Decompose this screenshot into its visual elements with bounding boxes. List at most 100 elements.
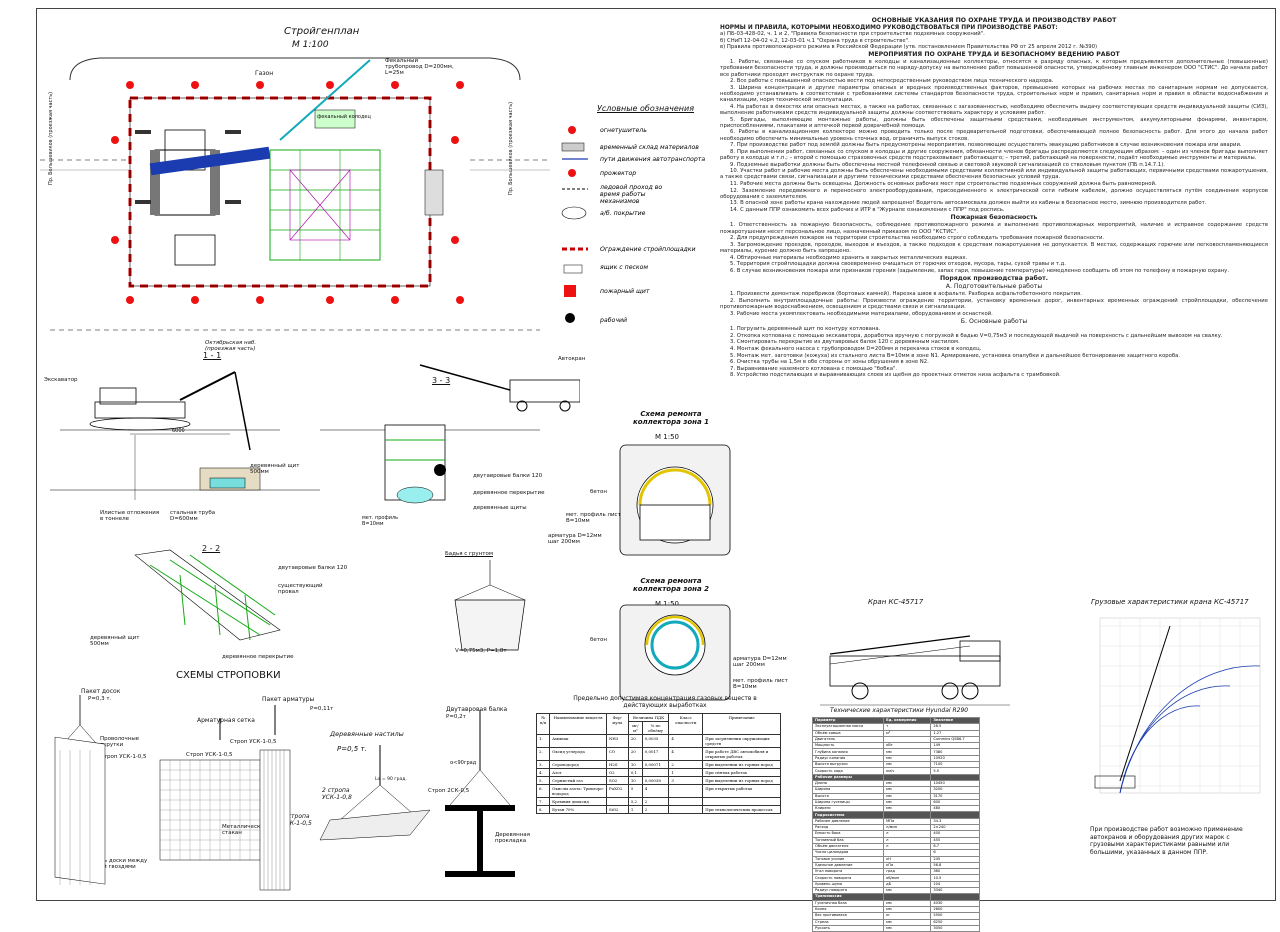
gas-cell: При снятых работах [702,768,781,777]
gas-cell: 0,00071 [641,760,670,769]
main-works-item-3: 4. Монтаж фекального насоса с трубопрово… [730,345,982,352]
timber-shield-label: деревянный щит 500мм [250,463,300,475]
measure-item-7: 8. При выполнении работ, связанных со сп… [720,148,1268,161]
gas-cell: 20 [627,747,643,761]
gas-cell: 5 [627,784,643,798]
lawn-label: Газон [255,70,274,77]
gas-cell: SO2 [605,776,629,785]
fire-board-symbol [564,285,576,297]
gas-subheader-pct: % по объёму [641,721,670,735]
manhole-box [314,109,356,129]
gas-cell: При загрязнении окружающих средств [702,734,781,748]
section-2-2-title: 2 - 2 [202,544,221,553]
strop-1-label: Строп УСК-1-0,5 [100,754,147,760]
gas-header-note: Примечание [702,713,781,735]
gas-cell: Кремния диоксид [549,797,607,806]
gas-cell: 2 [668,760,704,769]
gas-cell: Азот [549,768,607,777]
site-plan-drawing [40,57,550,331]
fire-item-3: 4. Обтирочные материалы необходимо храни… [730,254,968,261]
gas-header-formula: Фор-мула [605,713,629,735]
zone1-scale: М 1:50 [655,433,679,441]
rebar-pack-label: Пакет арматуры [262,696,315,703]
slinging-drawings [54,695,515,891]
fire-item-4: 5. Территория стройплощадки должна своев… [730,261,1066,268]
notes-main-title: ОСНОВНЫЕ УКАЗАНИЯ ПО ОХРАНЕ ТРУДА И ПРОИ… [871,17,1117,24]
i-beams-label: двутавровые балки 120 [473,473,543,479]
rebar-pack-weight: P=0,11т [310,706,334,712]
spec-cell: мм [883,924,932,932]
zone1-title: Схема ремонта коллектора зона 1 [632,410,710,426]
measure-item-8: 9. Подземные выработки должны быть обесп… [730,161,1165,168]
legend-symbols [561,126,588,323]
existing-pipe-label: существующий провал [278,583,323,595]
notes-norms-title: НОРМЫ И ПРАВИЛА, КОТОРЫМИ НЕОБХОДИМО РУК… [720,25,1058,32]
gas-table-header-row: № п/п Наименование веществ Фор-мула Вели… [535,713,781,735]
floor-label: деревянное перекрытие [473,490,545,496]
legend-item-4: ледовой проход во время работы механизмо… [600,184,663,205]
main-works-item-0: 1. Погрузить деревянный щит по контуру к… [730,326,881,333]
measure-item-2: 3. Ширина концентрации и другие параметр… [720,84,1268,104]
shields-label: деревянные щиты [473,505,527,511]
measure-item-13: 14. С данным ППР ознакомить всех рабочих… [730,206,1005,213]
main-works-item-4: 5. Монтаж мет. заготовки (кожуха) из ста… [730,352,1181,359]
concrete-label-2: бетон [590,637,607,643]
legend-item-7: ящик с песком [600,264,649,271]
gas-table-title: Предельно допустимая концентрация газовы… [573,695,757,709]
boards-label: Пакет досок [81,688,121,695]
collector-drawing [619,444,731,701]
main-works-item-5: 6. Очистка трубы на 1,5м в обе стороны о… [730,359,929,366]
gas-cell: 4 [668,734,704,748]
measure-item-10: 11. Рабочие места должны быть освещены. … [730,180,1157,187]
profile-label-1: мет. профиль лист B=10мм [566,512,621,524]
angle-label: Lα = 90 град. [375,777,407,782]
measure-item-12: 13. В опасной зоне работы крана нахожден… [730,200,1207,207]
gas-cell: 3. [535,760,551,769]
floodlights [111,81,464,304]
measure-item-9: 10. Участки работ и рабочие места должны… [720,168,1268,181]
gas-cell: 0,0035 [641,734,670,748]
floor-2-label: деревянное перекрытие [222,654,294,660]
main-works-item-7: 8. Устройство подстилающих и выравнивающ… [730,372,1061,379]
measure-item-3: 4. На работах в ёмкостях или опасных мес… [720,103,1268,117]
prep-item-2: 3. Рабочие места укомплектовать необходи… [730,310,993,317]
gas-cell [668,797,704,806]
steel-pipe-label: стальная труба D=600мм [170,510,216,522]
legend-item-1: временный склад материалов [600,144,699,151]
excavator-label: Экскаватор [44,377,78,383]
crane-load-chart [1094,617,1261,794]
fire-item-1: 2. Для предупреждения пожаров на террито… [730,235,1105,242]
gas-cell [668,784,704,798]
prep-item-0: 1. Произвести демонтаж поребриков (борто… [730,291,1082,298]
measure-item-0: 1. Работы, связанные со спуском работник… [720,59,1268,78]
excavator-side-view [89,371,251,451]
gas-cell: 6. [535,784,551,798]
gas-cell: 20 [627,734,643,748]
wire-label: Проволочные скрутки [100,736,140,748]
gas-cell: Сернистый газ [549,776,607,785]
gas-cell: 0,1 [627,768,643,777]
rebar-mesh-drawing [159,718,271,861]
legend-title: Условные обозначения [597,104,695,113]
gas-cell: 7. [535,797,551,806]
gas-cell: 1. [535,734,551,748]
fire-extinguisher-symbol [568,126,576,134]
gas-cell: 2 [641,805,670,814]
collector-zone2 [619,604,731,701]
measure-item-11: 12. Заземление передвижного и переносног… [720,187,1268,200]
gas-cell: 4 [668,747,704,761]
gas-cell: Сероводород [549,760,607,769]
gas-cell: 2 [641,797,670,806]
excavator-plan [149,129,271,266]
profile-label-2: мет. профиль лист B=10мм [733,678,788,690]
excavation-pit [269,149,381,261]
bucket-volume: V=0,75м3, P=1,8т [455,648,507,654]
boards-package-drawing [54,695,106,885]
street-bottom-label: Октябрьская наб. (проезжая часть) [205,340,257,352]
profile-label: мет. профиль B=10мм [362,515,399,527]
strop-4-label: 2 стропа УСК-1-0,8 [322,787,352,801]
gas-cell: 2. [535,747,551,761]
spec-cell: 3050 [930,924,980,932]
